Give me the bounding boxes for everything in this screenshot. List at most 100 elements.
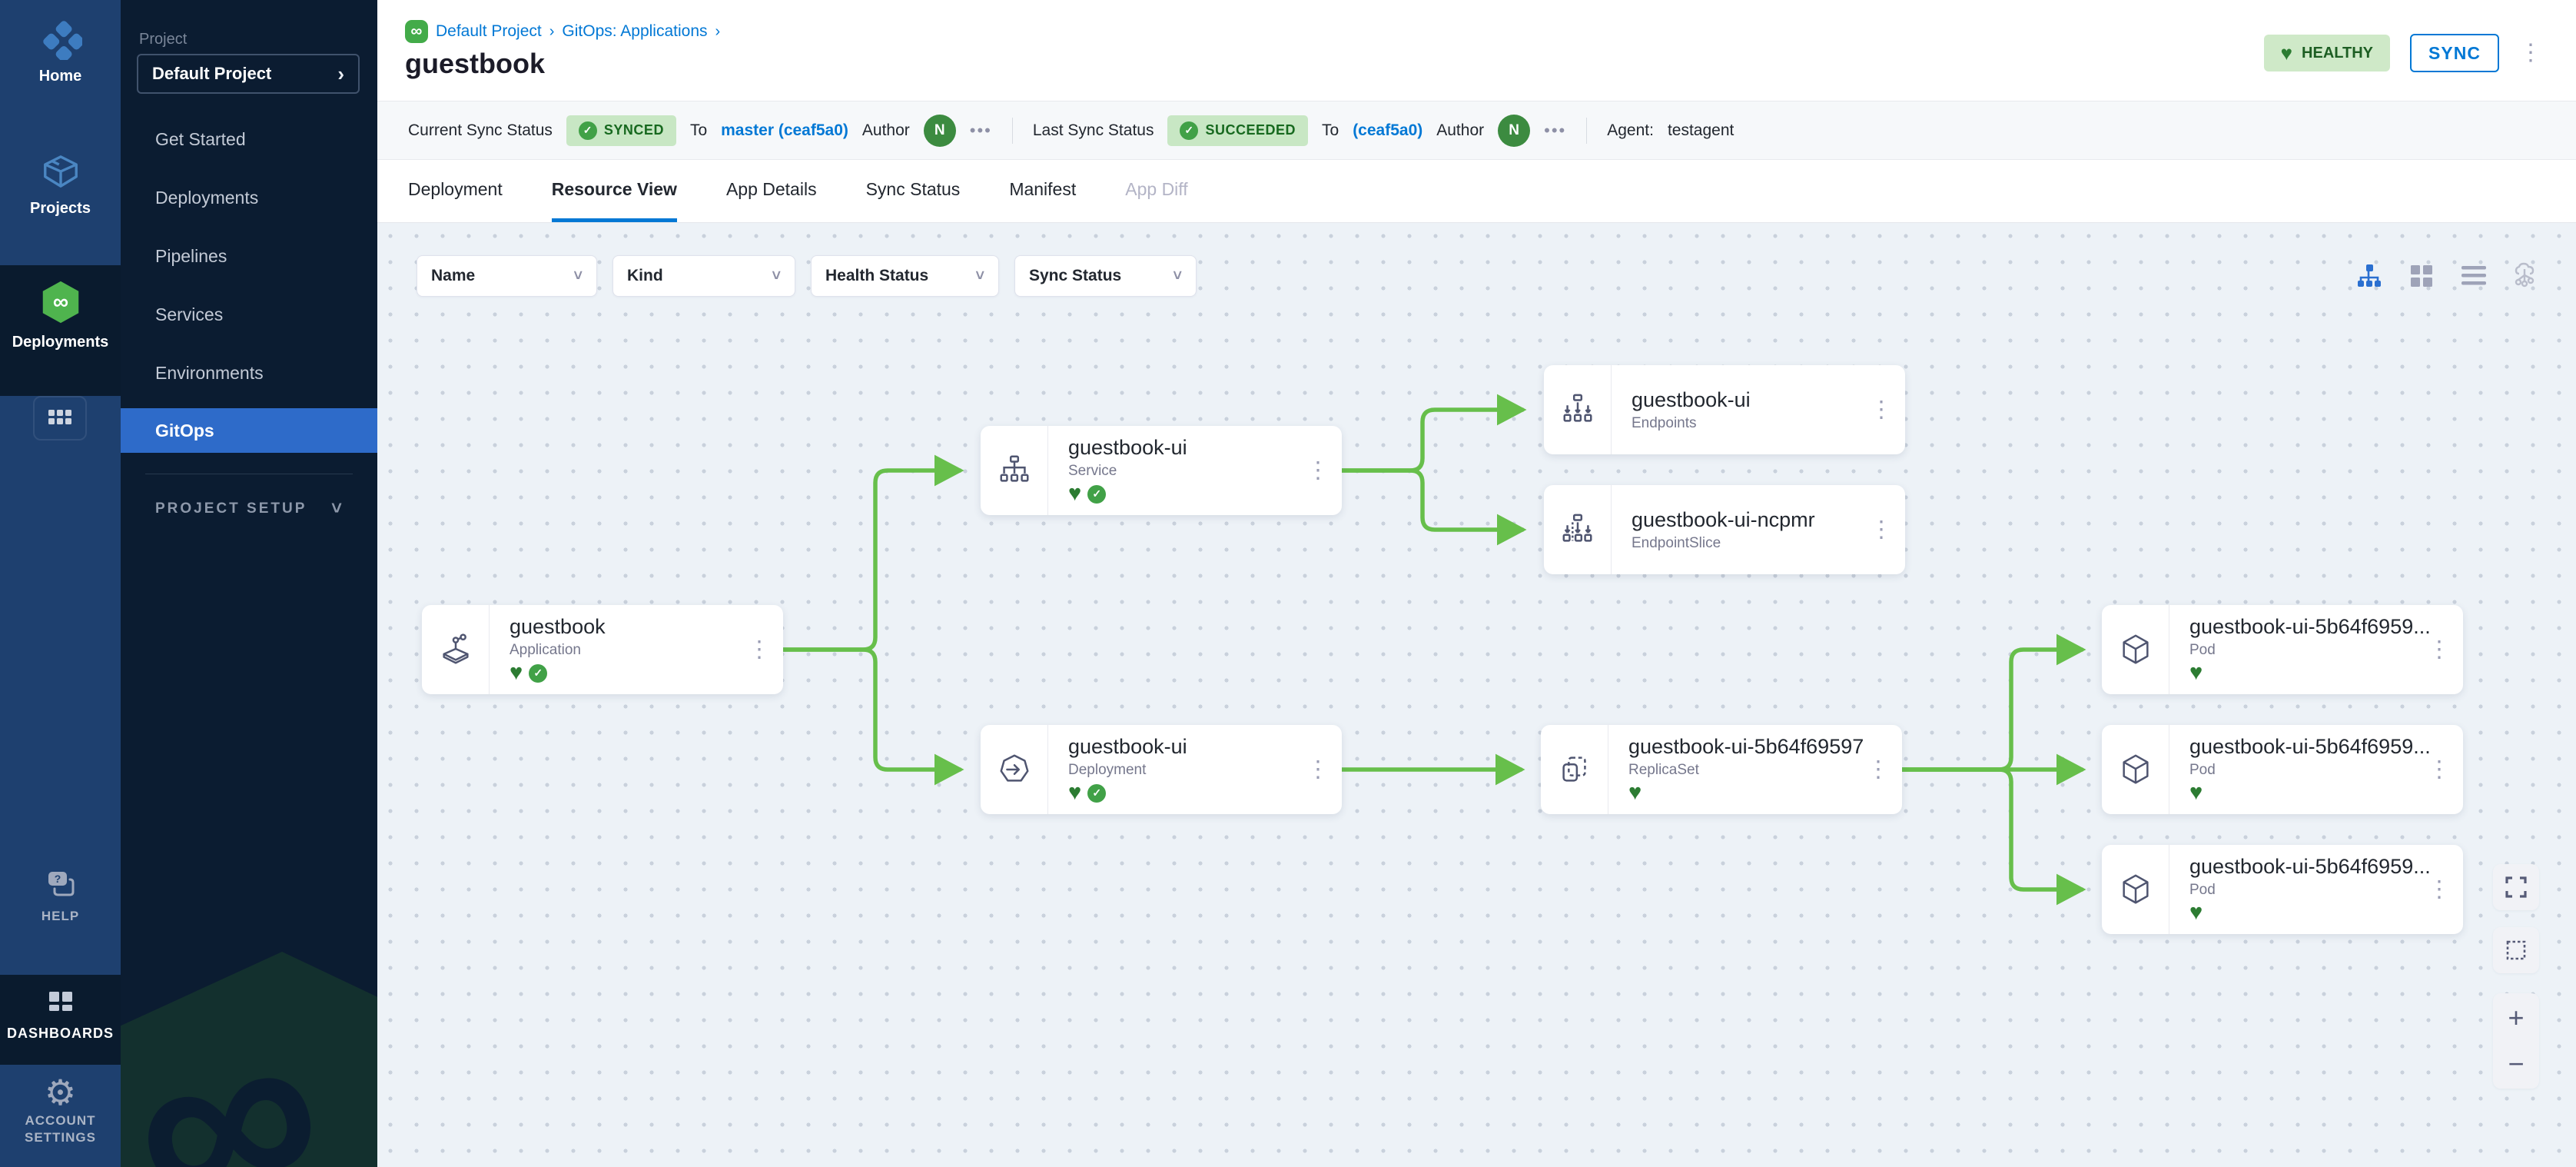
svg-text:?: ? xyxy=(54,873,61,885)
gitops-breadcrumb-icon: ∞ xyxy=(405,20,428,43)
marquee-select-button[interactable] xyxy=(2493,927,2539,973)
author-label: Author xyxy=(1436,121,1485,139)
tab-sync-status[interactable]: Sync Status xyxy=(865,178,961,199)
tab-deployment[interactable]: Deployment xyxy=(408,178,503,199)
author-avatar: N xyxy=(923,114,956,147)
node-kebab-menu[interactable]: ⋮ xyxy=(1867,756,1890,783)
rail-item-home[interactable]: Home xyxy=(0,17,121,85)
commit-more-menu[interactable]: ••• xyxy=(969,120,992,140)
rail-item-dashboards[interactable]: DASHBOARDS xyxy=(0,987,121,1042)
last-revision-link[interactable]: (ceaf5a0) xyxy=(1353,121,1423,139)
project-selector[interactable]: Default Project › xyxy=(137,54,360,94)
node-kebab-menu[interactable]: ⋮ xyxy=(1306,457,1329,484)
current-revision-link[interactable]: master (ceaf5a0) xyxy=(721,121,848,139)
sync-button[interactable]: SYNC xyxy=(2410,34,2499,72)
resource-node-pod-1[interactable]: guestbook-ui-5b64f6959... Pod ♥ ⋮ xyxy=(2102,605,2463,694)
resource-node-endpointslice[interactable]: guestbook-ui-ncpmr EndpointSlice ⋮ xyxy=(1544,485,1905,574)
resource-node-deployment[interactable]: guestbook-ui Deployment ♥ ✓ ⋮ xyxy=(981,725,1342,814)
filter-health-status-dropdown[interactable]: Health Status ˅ xyxy=(811,255,999,297)
heart-icon: ♥ xyxy=(2280,41,2293,65)
sidebar-item-label: Environments xyxy=(155,362,264,383)
sidebar-item-label: GitOps xyxy=(155,420,214,441)
sidebar-item-pipelines[interactable]: Pipelines xyxy=(121,234,377,278)
succeeded-badge: ✓ SUCCEEDED xyxy=(1167,115,1308,146)
resource-node-endpoints[interactable]: guestbook-ui Endpoints ⋮ xyxy=(1544,365,1905,454)
chevron-down-icon: ˅ xyxy=(330,498,344,519)
divider xyxy=(1586,117,1588,144)
commit-more-menu[interactable]: ••• xyxy=(1544,120,1567,140)
node-kebab-menu[interactable]: ⋮ xyxy=(2428,637,2451,663)
breadcrumb-project-link[interactable]: Default Project xyxy=(436,22,542,40)
sidebar-item-gitops[interactable]: GitOps xyxy=(121,408,377,453)
author-label: Author xyxy=(861,121,910,139)
sidebar-item-get-started[interactable]: Get Started xyxy=(121,117,377,161)
grid-view-toggle[interactable] xyxy=(2407,261,2436,291)
sync-status-bar: Current Sync Status ✓ SYNCED To master (… xyxy=(377,101,2576,160)
rail-item-projects[interactable]: Projects xyxy=(0,151,121,218)
sidebar-item-label: Pipelines xyxy=(155,245,227,266)
projects-cube-icon xyxy=(40,151,81,192)
health-status-badge: ♥ HEALTHY xyxy=(2263,35,2390,71)
resource-node-pod-2[interactable]: guestbook-ui-5b64f6959... Pod ♥ ⋮ xyxy=(2102,725,2463,814)
resource-name: guestbook-ui-5b64f6959... xyxy=(2189,614,2431,638)
resource-kind: Application xyxy=(510,641,581,658)
filter-label: Sync Status xyxy=(1029,267,1122,284)
resource-name: guestbook xyxy=(510,614,606,638)
deployment-icon xyxy=(981,725,1048,814)
chevron-right-icon: › xyxy=(715,22,721,40)
project-section-label: Project xyxy=(139,31,188,48)
project-setup-label: PROJECT SETUP xyxy=(155,500,307,517)
resource-tree-edges xyxy=(778,394,2086,906)
sidebar-item-environments[interactable]: Environments xyxy=(121,351,377,395)
resource-name: guestbook-ui-ncpmr xyxy=(1632,507,1815,531)
node-kebab-menu[interactable]: ⋮ xyxy=(748,637,771,663)
gear-icon: ⚙ xyxy=(44,1072,77,1112)
resource-tree-canvas[interactable]: Name ˅ Kind ˅ Health Status ˅ Sync Statu… xyxy=(377,223,2576,1167)
list-view-toggle[interactable] xyxy=(2459,261,2488,291)
node-kebab-menu[interactable]: ⋮ xyxy=(2428,876,2451,903)
module-selector-button[interactable] xyxy=(33,396,87,441)
node-kebab-menu[interactable]: ⋮ xyxy=(1870,397,1893,423)
agent-value: testagent xyxy=(1667,121,1734,139)
dashboards-icon xyxy=(45,987,76,1018)
breadcrumb-applications-link[interactable]: GitOps: Applications xyxy=(562,22,708,40)
rail-label-settings: SETTINGS xyxy=(24,1130,96,1145)
endpointslice-icon xyxy=(1544,485,1612,574)
rail-item-help[interactable]: ? HELP xyxy=(0,867,121,924)
filter-name-dropdown[interactable]: Name ˅ xyxy=(417,255,597,297)
zoom-out-button[interactable]: − xyxy=(2508,1048,2525,1079)
resource-node-service[interactable]: guestbook-ui Service ♥ ✓ ⋮ xyxy=(981,426,1342,515)
pod-icon xyxy=(2102,725,2169,814)
project-sidebar: Project Default Project › Get Started De… xyxy=(121,0,377,1167)
resource-kind: Deployment xyxy=(1068,761,1147,778)
tab-manifest[interactable]: Manifest xyxy=(1009,178,1077,199)
synced-check-icon: ✓ xyxy=(1087,783,1107,803)
header-kebab-menu[interactable]: ⋮ xyxy=(2519,40,2542,66)
rail-item-deployments[interactable]: ∞ Deployments xyxy=(0,278,121,351)
filter-sync-status-dropdown[interactable]: Sync Status ˅ xyxy=(1014,255,1197,297)
rail-label-deployments: Deployments xyxy=(12,334,109,351)
zoom-in-button[interactable]: + xyxy=(2508,1002,2525,1033)
chevron-down-icon: ˅ xyxy=(1173,267,1182,284)
network-view-toggle[interactable] xyxy=(2511,261,2541,291)
tab-resource-view[interactable]: Resource View xyxy=(551,160,677,222)
to-label: To xyxy=(689,121,708,139)
node-kebab-menu[interactable]: ⋮ xyxy=(1870,517,1893,543)
filter-kind-dropdown[interactable]: Kind ˅ xyxy=(612,255,795,297)
resource-node-pod-3[interactable]: guestbook-ui-5b64f6959... Pod ♥ ⋮ xyxy=(2102,845,2463,934)
fullscreen-button[interactable] xyxy=(2493,864,2539,910)
filter-label: Kind xyxy=(627,267,663,284)
resource-node-application[interactable]: guestbook Application ♥ ✓ ⋮ xyxy=(422,605,783,694)
sidebar-item-services[interactable]: Services xyxy=(121,292,377,337)
node-kebab-menu[interactable]: ⋮ xyxy=(2428,756,2451,783)
chevron-down-icon: ˅ xyxy=(573,267,583,284)
tab-app-details[interactable]: App Details xyxy=(725,178,817,199)
author-avatar: N xyxy=(1498,114,1531,147)
resource-node-replicaset[interactable]: guestbook-ui-5b64f69597 ReplicaSet ♥ ⋮ xyxy=(1541,725,1902,814)
rail-item-account-settings[interactable]: ⚙ ACCOUNT SETTINGS xyxy=(0,1075,121,1145)
node-kebab-menu[interactable]: ⋮ xyxy=(1306,756,1329,783)
sidebar-item-label: Services xyxy=(155,304,224,324)
project-setup-toggle[interactable]: PROJECT SETUP ˅ xyxy=(155,498,355,520)
sidebar-item-deployments[interactable]: Deployments xyxy=(121,175,377,220)
tree-view-toggle[interactable] xyxy=(2355,261,2384,291)
